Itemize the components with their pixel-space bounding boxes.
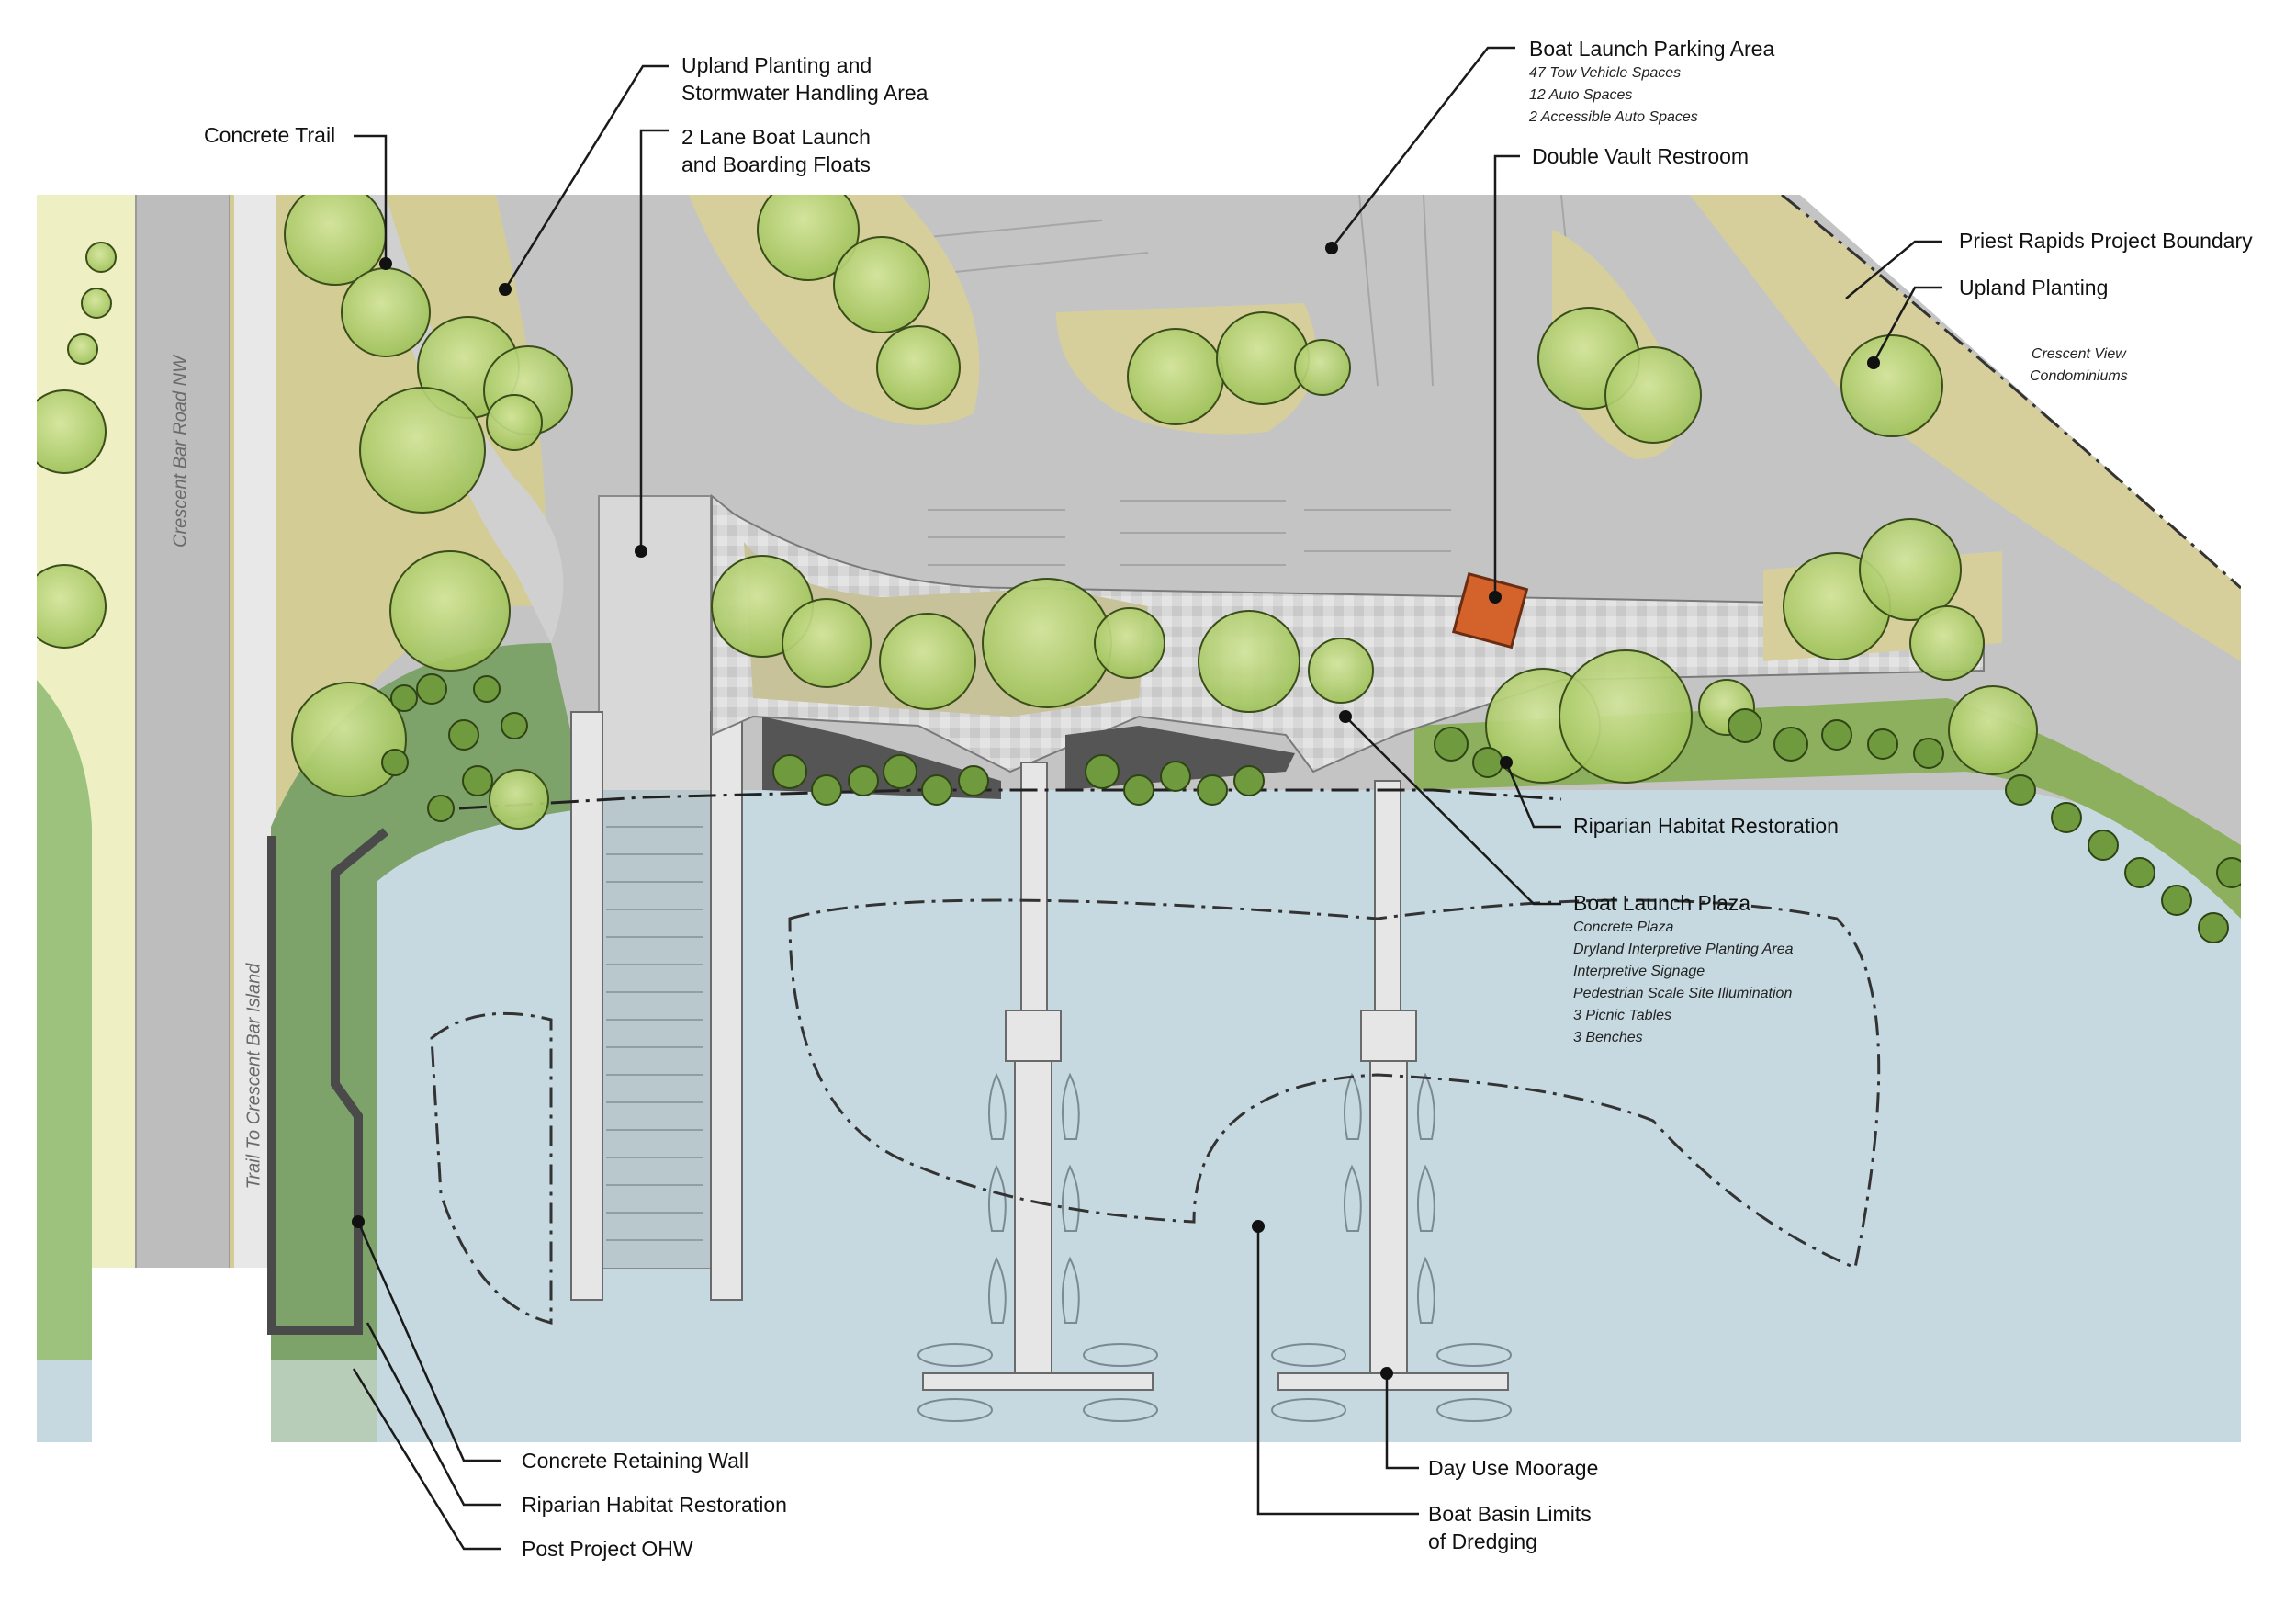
shrubs	[381, 673, 2241, 943]
label-plaza-title: Boat Launch Plaza	[1573, 891, 1751, 915]
label-retaining-wall: Concrete Retaining Wall	[522, 1449, 749, 1473]
retaining-wall	[267, 828, 389, 1335]
leader-dots	[352, 242, 1880, 1380]
label-day-use-moorage: Day Use Moorage	[1428, 1456, 1599, 1480]
ohw-line	[458, 788, 1562, 810]
label-parking-item: 47 Tow Vehicle Spaces	[1529, 65, 1682, 81]
boarding-float-right	[710, 711, 743, 1301]
label-dredging-line1: Boat Basin Limits	[1428, 1502, 1592, 1526]
label-plaza-item: Concrete Plaza	[1573, 920, 1674, 935]
label-boat-launch-line1: 2 Lane Boat Launch	[681, 125, 871, 149]
label-riparian-right: Riparian Habitat Restoration	[1573, 814, 1839, 838]
pier-right	[1374, 780, 1401, 1011]
label-plaza-item: 3 Benches	[1573, 1030, 1643, 1045]
label-upland-stormwater: Upland Planting and Stormwater Handling …	[681, 51, 928, 107]
parking-stripes	[908, 195, 1581, 566]
label-parking-item: 12 Auto Spaces	[1529, 87, 1633, 103]
label-parking-item: 2 Accessible Auto Spaces	[1529, 109, 1698, 125]
label-ohw: Post Project OHW	[522, 1537, 693, 1561]
label-parking-title: Boat Launch Parking Area	[1529, 37, 1775, 61]
label-boat-launch-line2: and Boarding Floats	[681, 152, 871, 176]
trees	[37, 195, 2038, 830]
label-condominiums: Crescent View Condominiums	[2030, 344, 2128, 388]
label-condo-line1: Crescent View	[2031, 346, 2126, 362]
label-plaza-item: 3 Picnic Tables	[1573, 1008, 1672, 1023]
label-riparian-left: Riparian Habitat Restoration	[522, 1493, 787, 1517]
label-road-name: Crescent Bar Road NW	[170, 356, 191, 548]
label-boat-launch: 2 Lane Boat Launch and Boarding Floats	[681, 123, 871, 178]
label-upland-planting: Upland Planting	[1959, 276, 2109, 299]
double-vault-restroom	[1451, 572, 1529, 649]
label-concrete-trail: Concrete Trail	[204, 123, 336, 147]
moored-boats	[917, 1072, 1512, 1422]
crescent-bar-road	[136, 195, 230, 1442]
label-trail-name: Trail To Crescent Bar Island	[243, 963, 264, 1190]
boarding-float-left	[570, 711, 603, 1301]
map-area	[37, 195, 2241, 1442]
dredge-limit-line	[788, 898, 1881, 1270]
label-upland-stormwater-line1: Upland Planting and	[681, 53, 872, 77]
pier-left	[1020, 762, 1048, 1011]
label-restroom: Double Vault Restroom	[1532, 144, 1750, 168]
label-upland-stormwater-line2: Stormwater Handling Area	[681, 81, 929, 105]
label-plaza-item: Interpretive Signage	[1573, 964, 1705, 979]
label-boat-launch-plaza: Boat Launch Plaza Concrete Plaza Dryland…	[1573, 889, 1794, 1049]
label-plaza-item: Pedestrian Scale Site Illumination	[1573, 986, 1793, 1001]
label-parking-area: Boat Launch Parking Area 47 Tow Vehicle …	[1529, 35, 1774, 129]
label-priest-rapids: Priest Rapids Project Boundary	[1959, 229, 2253, 253]
label-plaza-item: Dryland Interpretive Planting Area	[1573, 942, 1794, 957]
leader-lines	[352, 46, 1942, 1551]
label-condo-line2: Condominiums	[2030, 368, 2128, 384]
label-dredging-line2: of Dredging	[1428, 1530, 1537, 1553]
boat-basin-water	[377, 790, 2241, 1442]
label-dredging: Boat Basin Limits of Dredging	[1428, 1500, 1592, 1555]
